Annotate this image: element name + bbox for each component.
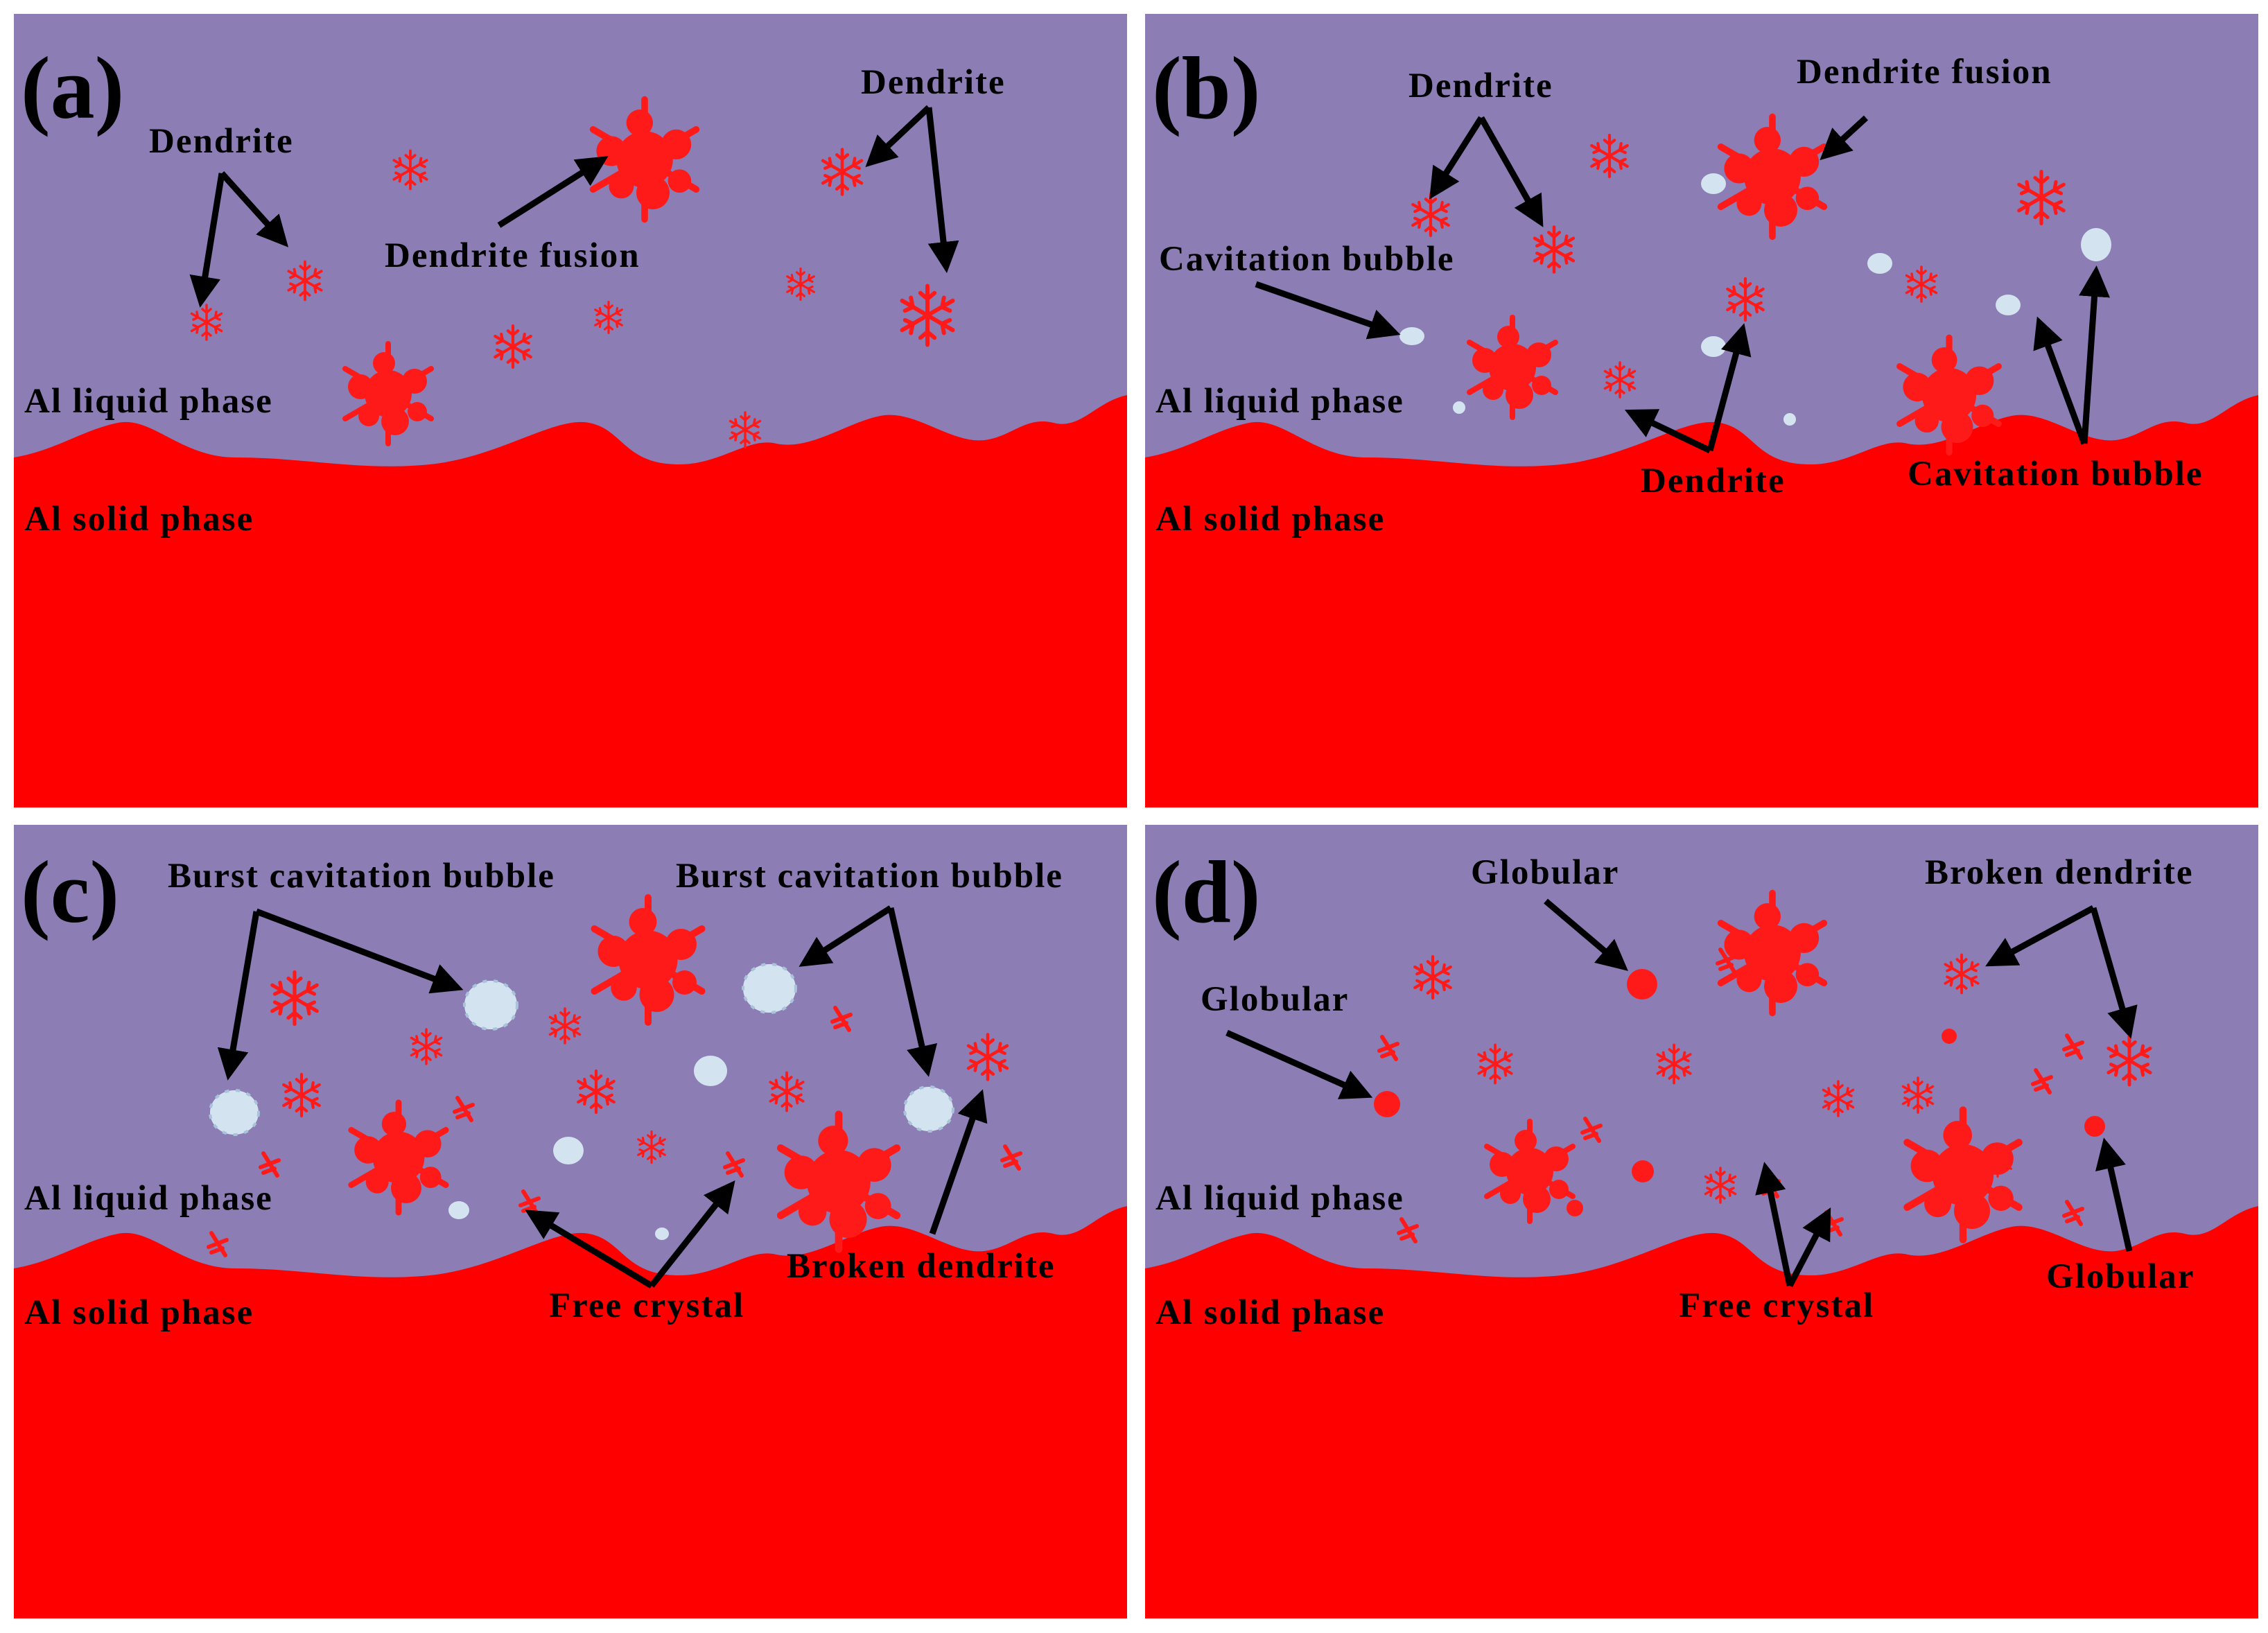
arrow bbox=[1985, 905, 2095, 967]
solid-phase-region bbox=[14, 1206, 1127, 1618]
bubble-icon bbox=[209, 1089, 260, 1136]
liquid-phase-label: Al liquid phase bbox=[1155, 1179, 1404, 1218]
arrow bbox=[255, 908, 464, 994]
arrow bbox=[1429, 116, 1484, 200]
bubble-icon bbox=[1701, 336, 1726, 357]
arrow bbox=[219, 171, 289, 247]
panel-a: (a) Dendrite Dendrite fusion Dendrite Al… bbox=[14, 14, 1127, 807]
panel-label: (a) bbox=[21, 39, 124, 137]
arrow bbox=[2090, 907, 2138, 1039]
dot-icon bbox=[1374, 1091, 1400, 1117]
panel-label: (c) bbox=[21, 843, 119, 941]
callout-label: Dendrite fusion bbox=[1797, 53, 2052, 91]
arrow bbox=[497, 156, 609, 228]
arrow bbox=[1478, 116, 1544, 227]
solid-phase-region bbox=[1145, 395, 2258, 807]
callout-label: Cavitation bubble bbox=[1908, 455, 2204, 494]
dot-icon bbox=[1632, 1160, 1654, 1182]
liquid-phase-label: Al liquid phase bbox=[24, 1179, 273, 1218]
crystal-layer bbox=[1374, 893, 2150, 1241]
bubble-icon bbox=[694, 1056, 727, 1086]
arrow bbox=[2095, 1137, 2133, 1252]
bubble-icon bbox=[1453, 401, 1465, 414]
callout-label: Burst cavitation bubble bbox=[168, 857, 555, 896]
arrow bbox=[1624, 409, 1711, 454]
bubble-icon bbox=[1996, 295, 2021, 315]
arrow bbox=[2079, 265, 2110, 444]
bubble-icon bbox=[1783, 413, 1796, 426]
callout-label: Dendrite fusion bbox=[385, 236, 640, 275]
callout-label: Cavitation bubble bbox=[1159, 240, 1455, 279]
panel-b: (b) Dendrite Dendrite fusion Cavitation … bbox=[1145, 14, 2258, 807]
crystal-layer bbox=[209, 898, 1020, 1255]
bubble-icon bbox=[903, 1085, 954, 1133]
arrow bbox=[929, 1089, 988, 1235]
bubble-icon bbox=[1399, 327, 1424, 345]
callout-label: Dendrite bbox=[149, 122, 294, 161]
bubble-icon bbox=[553, 1137, 584, 1164]
panel-label: (d) bbox=[1152, 843, 1260, 941]
callout-label: Globular bbox=[2046, 1257, 2195, 1296]
bubble-icon bbox=[448, 1201, 469, 1219]
arrow bbox=[1225, 1029, 1373, 1099]
arrow bbox=[865, 105, 932, 168]
arrow-layer bbox=[217, 905, 988, 1289]
callout-label: Free crystal bbox=[549, 1286, 744, 1325]
bubble-icon bbox=[1701, 173, 1726, 194]
arrow bbox=[1787, 1207, 1831, 1288]
arrow bbox=[887, 907, 938, 1077]
arrow bbox=[217, 911, 260, 1081]
callout-label: Dendrite bbox=[1408, 67, 1553, 105]
arrow bbox=[1820, 115, 1869, 161]
callout-label: Globular bbox=[1471, 853, 1619, 892]
dot-icon bbox=[2084, 1116, 2105, 1137]
dot-icon bbox=[1942, 1029, 1957, 1044]
solid-phase-region bbox=[14, 395, 1127, 807]
panel-c: (c) Burst cavitation bubble Burst cavita… bbox=[14, 825, 1127, 1618]
solid-phase-label: Al solid phase bbox=[1155, 500, 1385, 539]
liquid-phase-label: Al liquid phase bbox=[1155, 382, 1404, 421]
arrow bbox=[2033, 316, 2088, 445]
callout-label: Free crystal bbox=[1679, 1286, 1874, 1325]
solid-phase-region bbox=[1145, 1206, 2258, 1618]
callout-label: Globular bbox=[1201, 980, 1349, 1019]
callout-label: Burst cavitation bubble bbox=[676, 857, 1063, 896]
callout-label: Dendrite bbox=[1641, 462, 1786, 500]
arrow bbox=[649, 1180, 735, 1288]
bubble-icon bbox=[2081, 228, 2111, 261]
bubble-icon bbox=[1867, 253, 1892, 274]
arrow-layer bbox=[189, 105, 959, 308]
bubble-icon bbox=[463, 979, 518, 1031]
solid-phase-label: Al solid phase bbox=[24, 1293, 254, 1332]
arrow bbox=[1544, 898, 1628, 971]
arrow bbox=[799, 905, 893, 967]
bubble-icon bbox=[655, 1228, 669, 1240]
arrow bbox=[1755, 1162, 1793, 1286]
liquid-phase-label: Al liquid phase bbox=[24, 382, 273, 421]
callout-label: Broken dendrite bbox=[787, 1247, 1056, 1286]
callout-label: Broken dendrite bbox=[1925, 853, 2194, 892]
arrow-layer bbox=[1255, 115, 2110, 454]
arrow bbox=[525, 1210, 654, 1289]
dot-icon bbox=[1567, 1200, 1583, 1216]
arrow-layer bbox=[1225, 898, 2138, 1288]
panel-label: (b) bbox=[1152, 39, 1260, 137]
arrow bbox=[1255, 281, 1401, 340]
panel-d: (d) Globular Globular Broken dendrite Fr… bbox=[1145, 825, 2258, 1618]
arrow bbox=[1707, 323, 1752, 452]
arrow bbox=[189, 173, 225, 308]
bubble-icon bbox=[742, 963, 797, 1014]
callout-label: Dendrite bbox=[861, 63, 1006, 102]
solid-phase-label: Al solid phase bbox=[24, 500, 254, 539]
dot-icon bbox=[1627, 969, 1657, 999]
crystal-layer bbox=[1399, 117, 2111, 453]
solid-phase-label: Al solid phase bbox=[1155, 1293, 1385, 1332]
arrow bbox=[925, 107, 959, 273]
